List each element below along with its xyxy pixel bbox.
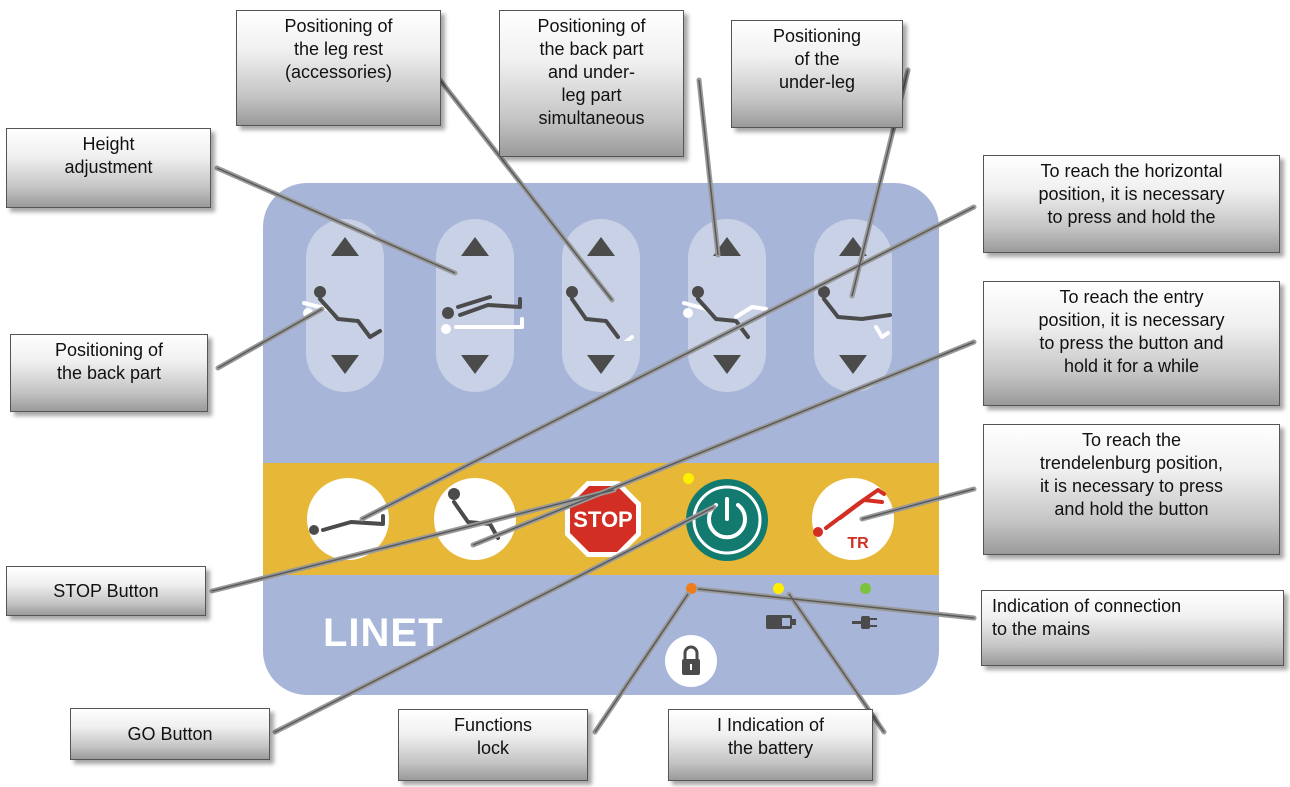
- horizontal-position-button[interactable]: [307, 478, 389, 560]
- underleg-up-arrow-icon[interactable]: [839, 237, 867, 256]
- back-and-underleg-icon: [682, 286, 768, 339]
- height-down-arrow-icon[interactable]: [461, 355, 489, 374]
- back-part-up-arrow-icon[interactable]: [331, 237, 359, 256]
- horizontal-icon: [309, 514, 385, 535]
- lock-led: [686, 583, 697, 594]
- callout-entry: To reach the entry position, it is neces…: [983, 281, 1280, 406]
- trendelenburg-button[interactable]: TR: [812, 478, 894, 560]
- stop-label: STOP: [573, 507, 633, 532]
- hand-control-panel: STOP TR LINET: [263, 183, 939, 695]
- back-part-rocker[interactable]: [302, 219, 384, 392]
- callout-back-underleg: Positioning of the back part and under- …: [499, 10, 684, 157]
- callout-under-leg: Positioning of the under-leg: [731, 20, 903, 128]
- functions-lock-button[interactable]: [665, 635, 717, 687]
- callout-battery: I Indication of the battery: [668, 709, 873, 781]
- leg-rest-icon: [566, 286, 634, 341]
- height-up-arrow-icon[interactable]: [461, 237, 489, 256]
- callout-go: GO Button: [70, 708, 270, 760]
- leg-rest-up-arrow-icon[interactable]: [587, 237, 615, 256]
- height-rocker[interactable]: [436, 219, 524, 392]
- underleg-rocker[interactable]: [814, 219, 892, 392]
- callout-trendelenburg: To reach the trendelenburg position, it …: [983, 424, 1280, 555]
- callout-height: Height adjustment: [6, 128, 211, 208]
- trendelenburg-icon: TR: [813, 488, 886, 552]
- tr-label: TR: [847, 535, 869, 552]
- plug-icon: [852, 616, 877, 629]
- height-icon: [441, 295, 524, 334]
- callout-horizontal: To reach the horizontal position, it is …: [983, 155, 1280, 253]
- underleg-icon: [818, 286, 892, 339]
- leg-rest-down-arrow-icon[interactable]: [587, 355, 615, 374]
- battery-icon: [766, 615, 796, 629]
- battery-led: [773, 583, 784, 594]
- callout-lock: Functions lock: [398, 709, 588, 781]
- back-part-down-arrow-icon[interactable]: [331, 355, 359, 374]
- stop-button[interactable]: STOP: [563, 479, 643, 559]
- mains-led: [860, 583, 871, 594]
- back-underleg-rocker[interactable]: [682, 219, 768, 392]
- callout-mains: Indication of connection to the mains: [981, 590, 1284, 666]
- back-underleg-down-arrow-icon[interactable]: [713, 355, 741, 374]
- underleg-down-arrow-icon[interactable]: [839, 355, 867, 374]
- callout-leg-rest: Positioning of the leg rest (accessories…: [236, 10, 441, 126]
- leg-rest-rocker[interactable]: [562, 219, 640, 392]
- callout-stop: STOP Button: [6, 566, 206, 616]
- lock-icon: [682, 645, 700, 675]
- linet-logo: LINET: [323, 611, 444, 655]
- go-led: [683, 473, 694, 484]
- callout-back-part: Positioning of the back part: [10, 334, 208, 412]
